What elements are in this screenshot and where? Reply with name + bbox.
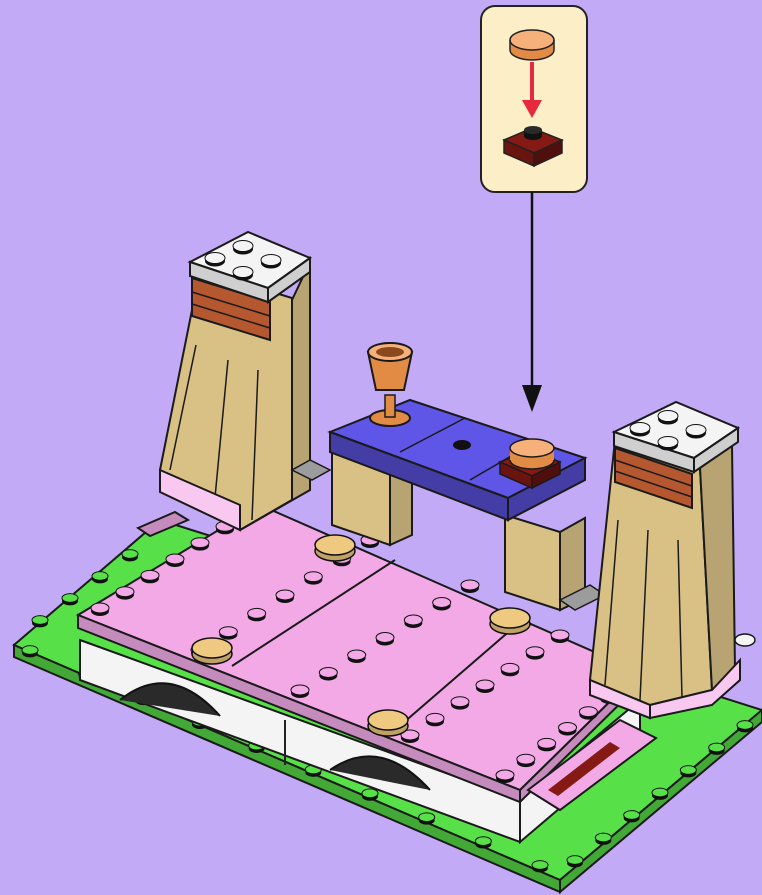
gold-round-tile [192, 638, 232, 664]
pink-stud [319, 668, 337, 681]
white-stud [233, 267, 253, 281]
pink-stud [426, 713, 444, 726]
green-stud [419, 813, 435, 825]
pink-stud [538, 738, 556, 751]
pink-stud [348, 650, 366, 663]
right-pillar [590, 402, 755, 718]
white-stud [205, 253, 225, 267]
pink-stud [476, 680, 494, 693]
green-stud [22, 646, 38, 658]
green-stud [652, 788, 668, 800]
pink-stud [116, 587, 134, 600]
pink-stud [579, 707, 597, 720]
green-stud [737, 721, 753, 733]
green-stud [680, 766, 696, 778]
callout-round-tile-icon [510, 30, 554, 60]
pink-stud [451, 697, 469, 710]
white-stud [658, 411, 678, 425]
green-stud [122, 550, 138, 562]
white-stud [261, 255, 281, 269]
gold-round-tile [315, 535, 355, 561]
green-stud [709, 743, 725, 755]
callout-panel [481, 6, 587, 192]
green-stud [624, 811, 640, 823]
white-stud [658, 437, 678, 451]
pink-stud [526, 647, 544, 660]
pink-stud [376, 633, 394, 646]
pink-stud [501, 663, 519, 676]
gold-round-tile [490, 608, 530, 634]
green-stud [595, 833, 611, 845]
green-stud [32, 616, 48, 628]
white-stud [630, 423, 650, 437]
pink-stud [551, 630, 569, 643]
gold-round-tile [368, 710, 408, 736]
pink-stud [166, 554, 184, 567]
pink-stud [248, 608, 266, 621]
pink-stud [91, 603, 109, 616]
orange-goblet [368, 343, 412, 426]
pink-stud [191, 538, 209, 551]
pink-stud [276, 590, 294, 603]
pink-stud [404, 615, 422, 628]
pink-stud [496, 770, 514, 783]
pink-stud [304, 572, 322, 585]
pink-stud [141, 570, 159, 583]
green-stud [475, 837, 491, 849]
pink-stud [433, 598, 451, 611]
green-stud [532, 861, 548, 873]
pink-stud [219, 627, 237, 640]
green-stud [567, 856, 583, 868]
green-stud [92, 572, 108, 584]
green-stud [62, 594, 78, 606]
white-stud [233, 241, 253, 255]
white-stud [686, 425, 706, 439]
green-stud [362, 789, 378, 801]
pink-stud [559, 723, 577, 736]
pink-stud [517, 754, 535, 767]
pink-stud [291, 685, 309, 698]
pink-stud [461, 580, 479, 593]
